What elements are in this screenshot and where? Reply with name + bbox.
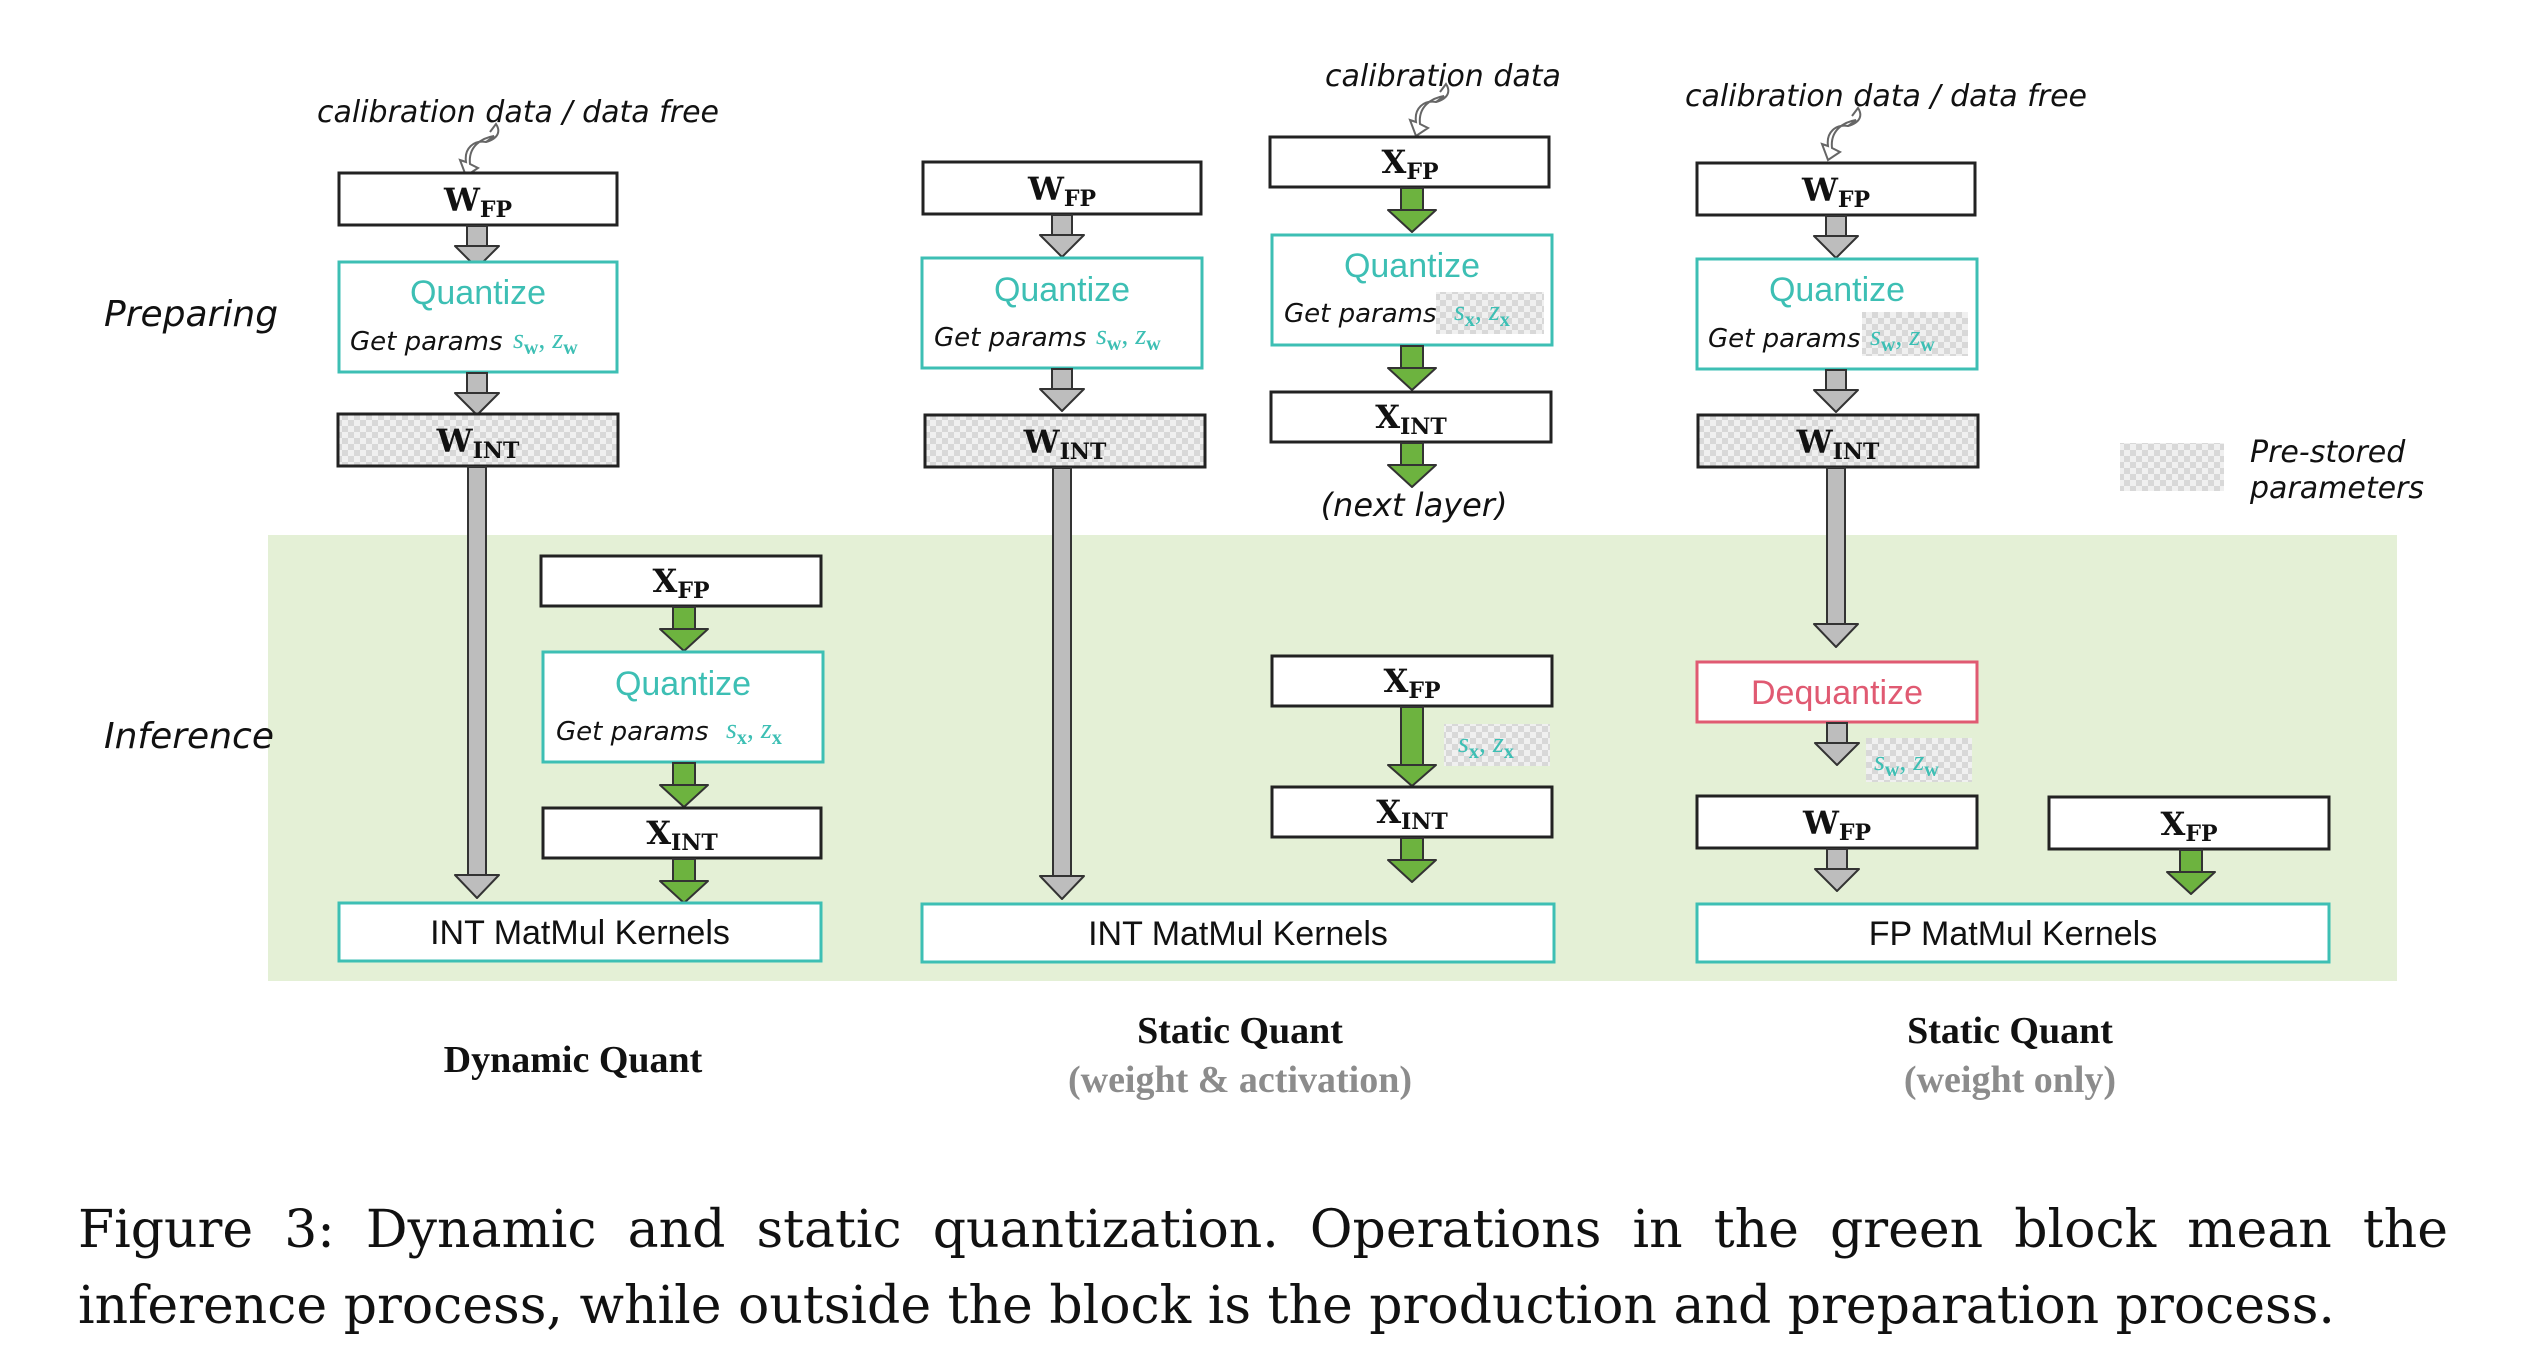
long-arrow-3 [1813, 467, 1859, 648]
params-sx-zx-1: sx, zx [726, 714, 782, 749]
svg-text:XINT: XINT [1375, 398, 1447, 440]
quantize-title-2: Quantize [615, 665, 751, 703]
svg-text:FP MatMul Kernels: FP MatMul Kernels [1869, 915, 2157, 953]
section-static-wa-sub: (weight & activation) [1068, 1059, 1412, 1101]
prestored-legend-line1: Pre-stored [2250, 435, 2406, 470]
quantize-title-1: Quantize [410, 274, 546, 312]
calib-label-3: calibration data / data free [1685, 79, 2087, 114]
calib-arrow-icon-1 [458, 122, 500, 178]
get-params-1: Get params [350, 327, 503, 357]
params-sx-zx-2: sx, zx [1454, 296, 1510, 331]
section-static-w-sub: (weight only) [1904, 1059, 2116, 1101]
long-arrow-2 [1039, 467, 1085, 900]
svg-text:WFP: WFP [443, 181, 512, 223]
svg-text:XFP: XFP [1384, 662, 1441, 704]
svg-text:WINT: WINT [436, 422, 520, 464]
w-fp-box-4 [1695, 794, 1979, 850]
prestored-sw-zw-2 [1866, 738, 1972, 782]
int-matmul-kernels-1 [337, 901, 823, 963]
int-matmul-kernels-2 [920, 902, 1556, 964]
quantize-title-4: Quantize [1344, 247, 1480, 285]
long-arrow-1 [454, 466, 500, 899]
params-sx-zx-3: sx, zx [1458, 728, 1514, 763]
calib-arrow-icon-2 [1408, 82, 1450, 138]
get-params-2: Get params [556, 717, 709, 747]
svg-text:XFP: XFP [2161, 805, 2218, 847]
svg-text:XFP: XFP [653, 562, 710, 604]
calib-arrow-icon-3 [1820, 106, 1862, 162]
x-fp-box-2 [1268, 135, 1551, 189]
svg-text:Dequantize: Dequantize [1751, 674, 1923, 712]
quantize-box-2 [541, 650, 825, 764]
w-fp-box-2 [921, 160, 1203, 216]
svg-text:XFP: XFP [1382, 143, 1439, 185]
svg-text:XINT: XINT [1376, 793, 1448, 835]
calib-label-1: calibration data / data free [317, 95, 719, 130]
quantize-title-5: Quantize [1769, 271, 1905, 309]
svg-text:XINT: XINT [646, 814, 718, 856]
x-fp-box-3 [1270, 654, 1554, 708]
dequantize-box [1695, 660, 1979, 724]
get-params-3: Get params [934, 323, 1087, 353]
svg-text:WINT: WINT [1023, 423, 1107, 465]
section-static-wa: Static Quant [1137, 1010, 1343, 1052]
params-sw-zw-2: sw, zw [1096, 320, 1161, 355]
x-fp-box-4 [2047, 795, 2331, 851]
svg-text:WFP: WFP [1801, 171, 1870, 213]
prestored-sx-zx-1 [1436, 292, 1544, 334]
prestored-legend-swatch [2120, 443, 2224, 491]
params-sw-zw-1: sw, zw [513, 324, 578, 359]
get-params-5: Get params [1708, 324, 1861, 354]
section-dynamic: Dynamic Quant [444, 1039, 703, 1081]
w-fp-box-1 [337, 171, 619, 227]
x-fp-box-1 [539, 554, 823, 608]
inference-label: Inference [104, 716, 274, 757]
section-static-w: Static Quant [1907, 1010, 2113, 1052]
quantize-box-3 [920, 256, 1204, 370]
w-int-box-2 [923, 413, 1207, 469]
svg-text:WINT: WINT [1796, 423, 1880, 465]
preparing-label: Preparing [104, 294, 278, 335]
get-params-4: Get params [1284, 299, 1437, 329]
fp-matmul-kernels [1695, 902, 2331, 964]
green-arrow-long-x [1387, 706, 1437, 787]
svg-text:INT MatMul Kernels: INT MatMul Kernels [430, 914, 730, 952]
params-sw-zw-3: sw, zw [1870, 321, 1935, 356]
quantize-title-3: Quantize [994, 271, 1130, 309]
prestored-legend-line2: parameters [2249, 471, 2424, 506]
prestored-sw-zw-1 [1862, 312, 1968, 356]
next-layer-label: (next layer) [1321, 486, 1508, 524]
svg-text:WFP: WFP [1802, 804, 1871, 846]
prestored-sx-zx-2 [1444, 724, 1550, 766]
svg-text:WFP: WFP [1027, 170, 1096, 212]
svg-text:INT MatMul Kernels: INT MatMul Kernels [1088, 915, 1388, 953]
params-sw-zw-4: sw, zw [1874, 746, 1939, 781]
figure-caption: Figure 3: Dynamic and static quantizatio… [78, 1200, 2448, 1336]
